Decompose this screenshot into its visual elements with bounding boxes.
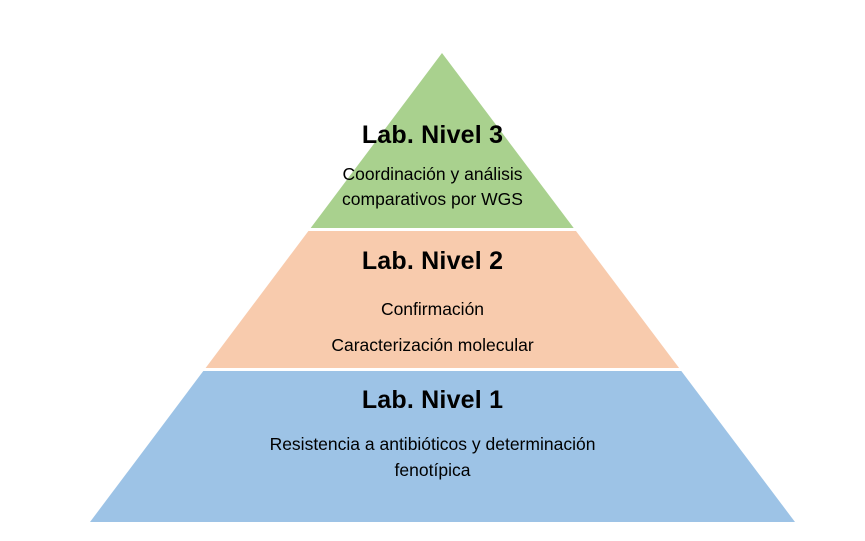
pyramid-level-2: Lab. Nivel 2 Confirmación Caracterizació… bbox=[0, 246, 865, 363]
level-3-description-line: Coordinación y análisis bbox=[342, 164, 523, 184]
level-1-description-line: Resistencia a antibióticos y determinaci… bbox=[269, 434, 596, 454]
pyramid-level-1: Lab. Nivel 1 Resistencia a antibióticos … bbox=[0, 385, 865, 483]
level-1-title: Lab. Nivel 1 bbox=[361, 386, 504, 414]
level-1-description: Resistencia a antibióticos y determinaci… bbox=[0, 431, 865, 483]
level-2-description-line: Confirmación bbox=[380, 299, 485, 319]
level-1-description-line: fenotípica bbox=[394, 460, 471, 480]
level-2-description-line: Caracterización molecular bbox=[331, 335, 534, 355]
level-2-title: Lab. Nivel 2 bbox=[361, 247, 504, 275]
pyramid-level-3: Lab. Nivel 3 Coordinación y análisis com… bbox=[0, 120, 865, 212]
pyramid-level-3-shape bbox=[310, 53, 574, 228]
pyramid-level-2-shape bbox=[205, 231, 680, 368]
level-2-description: Confirmación Caracterización molecular bbox=[0, 291, 865, 363]
pyramid-level-1-shape bbox=[90, 371, 795, 522]
level-3-description: Coordinación y análisis comparativos por… bbox=[0, 162, 865, 212]
level-3-description-line: comparativos por WGS bbox=[342, 189, 523, 209]
level-3-title: Lab. Nivel 3 bbox=[361, 121, 504, 149]
